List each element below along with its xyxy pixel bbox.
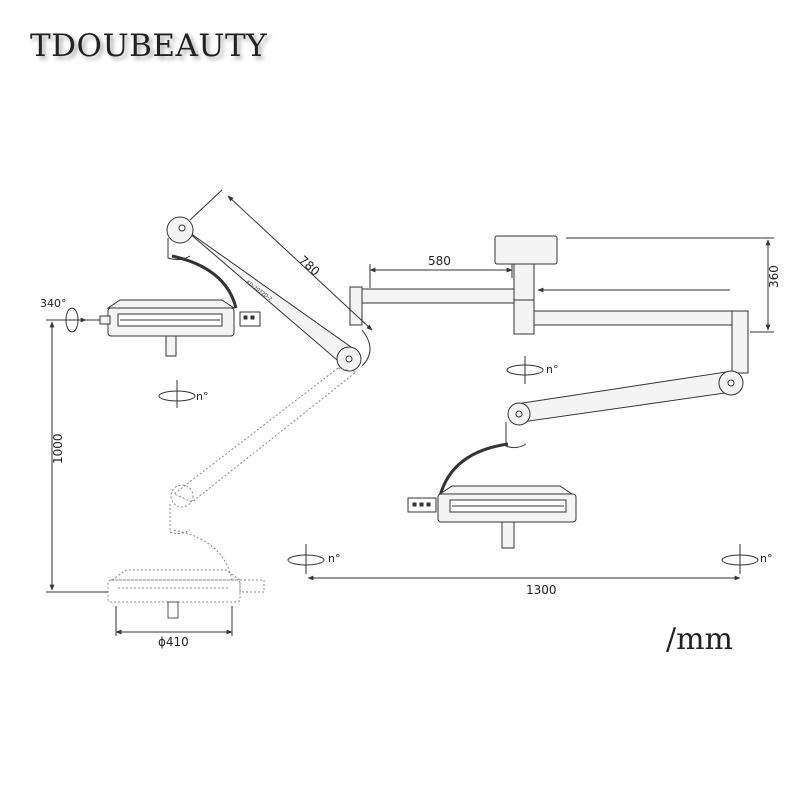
- rotation-icon-left-arm: [158, 380, 196, 408]
- dim-1000-label: 1000: [51, 433, 65, 464]
- rotation-icon-center-post: [506, 356, 544, 384]
- dim-780-label: 780: [296, 253, 322, 279]
- rot-label-bottom-left: n°: [328, 552, 340, 565]
- brand-title: TDOUBEAUTY: [30, 28, 268, 64]
- rotation-symbols: [65, 307, 759, 574]
- left-lamp-head: [99, 299, 261, 357]
- rotation-icon-left-head: [65, 307, 87, 333]
- rot-label-left-head: 340°: [40, 297, 67, 310]
- rotation-icon-bottom-left: [287, 544, 325, 574]
- dimension-lines: [46, 189, 774, 636]
- rot-label-bottom-right: n°: [760, 552, 772, 565]
- unit-label: /mm: [666, 622, 734, 657]
- rotation-icon-bottom-right: [721, 544, 759, 574]
- rot-label-center-post: n°: [546, 363, 558, 376]
- right-lamp-head: [407, 485, 577, 549]
- rot-label-left-arm: n°: [196, 390, 208, 403]
- dotted-lamp-handle: [167, 601, 179, 619]
- dim-1300-label: 1300: [526, 583, 557, 597]
- right-arm: [438, 370, 744, 497]
- dim-410-label: ϕ410: [158, 635, 189, 649]
- ceiling-mount: [494, 235, 558, 335]
- dotted-alternate-lamp: [107, 367, 358, 603]
- upper-arm-left: [349, 286, 515, 326]
- dim-580-label: 580: [428, 254, 451, 268]
- dim-360-label: 360: [767, 265, 781, 288]
- upper-arm-right: [533, 310, 749, 374]
